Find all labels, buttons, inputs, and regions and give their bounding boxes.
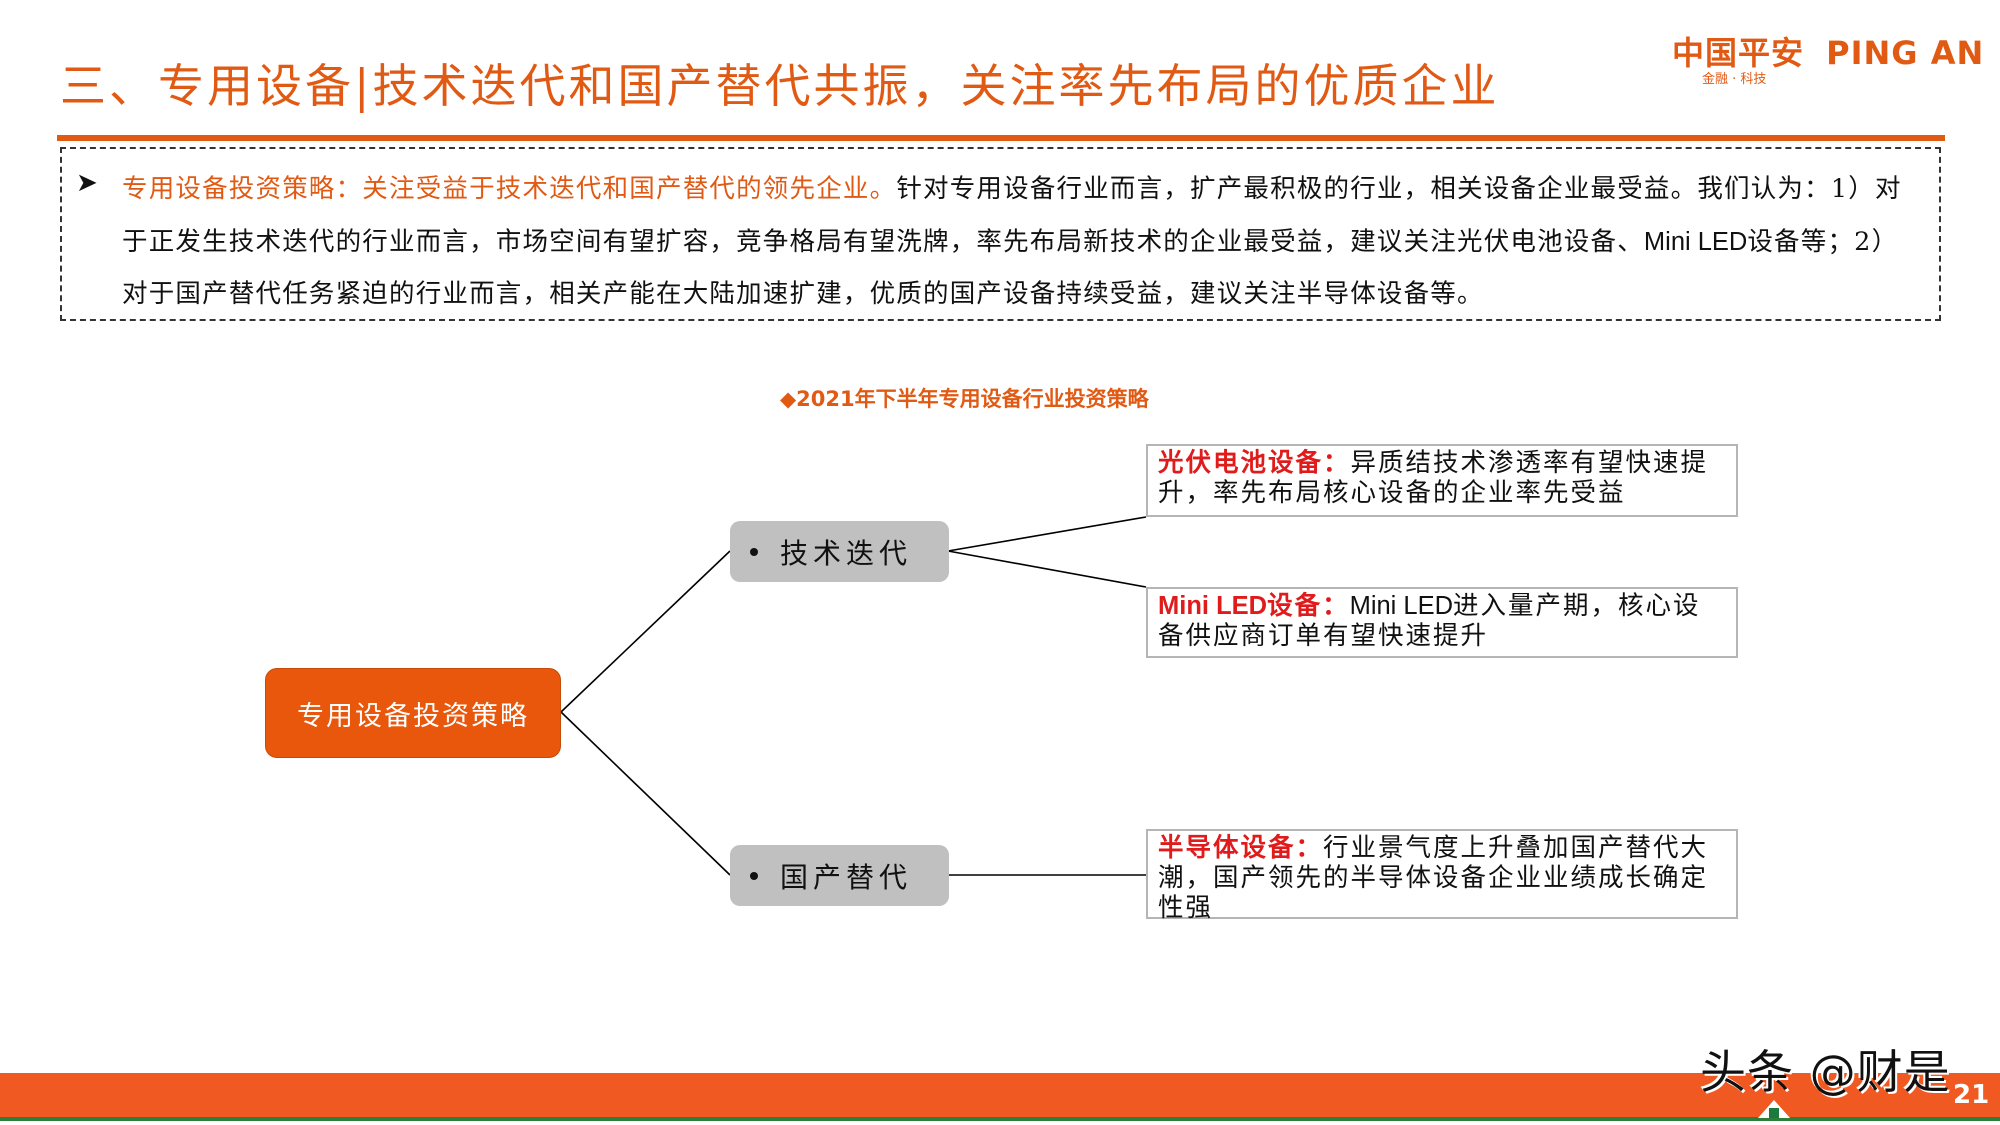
summary-body-2: 设备等；2）对于国产替代任务紧迫的行业而言，相关产能在大陆加速扩建，优质的国产设… — [122, 226, 1899, 310]
logo-en-text: PING AN — [1826, 34, 1985, 72]
leaf-label: 设备： — [1267, 591, 1350, 621]
bullet-dot-icon — [750, 871, 758, 880]
summary-highlight: 专用设备投资策略：关注受益于技术迭代和国产替代的领先企业。 — [122, 174, 897, 204]
root-node: 专用设备投资策略 — [265, 668, 561, 758]
leaf-text-latin: Mini LED — [1349, 592, 1454, 620]
leaf-text: 异质结技术渗透率有望快速提升，率先布局核心设备的企业率先受益 — [1158, 448, 1709, 508]
footer-green-line — [0, 1117, 2000, 1121]
leaf-text: 进入量产期，核心设备供应商订单有望快速提升 — [1158, 591, 1701, 651]
summary-body-1: 针对专用设备行业而言，扩产最积极的行业，相关设备企业最受益。我们认为：1）对于正… — [122, 174, 1902, 257]
footer-bar — [0, 1073, 2000, 1117]
branch-label: 国产替代 — [780, 860, 913, 894]
leaf-node-pv-cell: 光伏电池设备：异质结技术渗透率有望快速提升，率先布局核心设备的企业率先受益 — [1146, 444, 1738, 517]
summary-box — [60, 147, 1941, 321]
leaf-text: 行业景气度上升叠加国产替代大潮，国产领先的半导体设备企业业绩成长确定性强 — [1158, 833, 1709, 923]
arrow-bullet-icon: ➤ — [76, 168, 98, 198]
pingan-logo: 中国平安 PING AN — [1672, 28, 1984, 74]
bullet-dot-icon — [750, 547, 758, 556]
summary-paragraph: 专用设备投资策略：关注受益于技术迭代和国产替代的领先企业。针对专用设备行业而言，… — [122, 163, 1912, 321]
title-divider — [57, 135, 1945, 141]
branch-label: 技术迭代 — [780, 536, 913, 570]
branch-node-tech-iteration: 技术迭代 — [730, 521, 949, 582]
logo-cn-text: 中国平安 — [1672, 34, 1805, 72]
page-number: 21 — [1953, 1080, 1990, 1110]
house-logo-door-icon — [1769, 1108, 1779, 1118]
logo-tagline: 金融 · 科技 — [1702, 72, 1767, 87]
leaf-label: 光伏电池设备： — [1158, 448, 1351, 478]
watermark: 头条 @财是 — [1700, 1045, 1951, 1099]
leaf-label: 半导体设备： — [1158, 833, 1324, 863]
summary-body-latin: Mini LED — [1643, 227, 1748, 256]
slide-title: 三、专用设备|技术迭代和国产替代共振，关注率先布局的优质企业 — [60, 59, 1500, 113]
leaf-label-latin: Mini LED — [1158, 592, 1268, 620]
branch-node-domestic-substitution: 国产替代 — [730, 845, 949, 906]
diagram-subtitle: ◆2021年下半年专用设备行业投资策略 — [780, 387, 1149, 411]
leaf-node-semiconductor: 半导体设备：行业景气度上升叠加国产替代大潮，国产领先的半导体设备企业业绩成长确定… — [1146, 829, 1738, 923]
leaf-node-mini-led: Mini LED设备：Mini LED进入量产期，核心设备供应商订单有望快速提升 — [1146, 587, 1738, 658]
